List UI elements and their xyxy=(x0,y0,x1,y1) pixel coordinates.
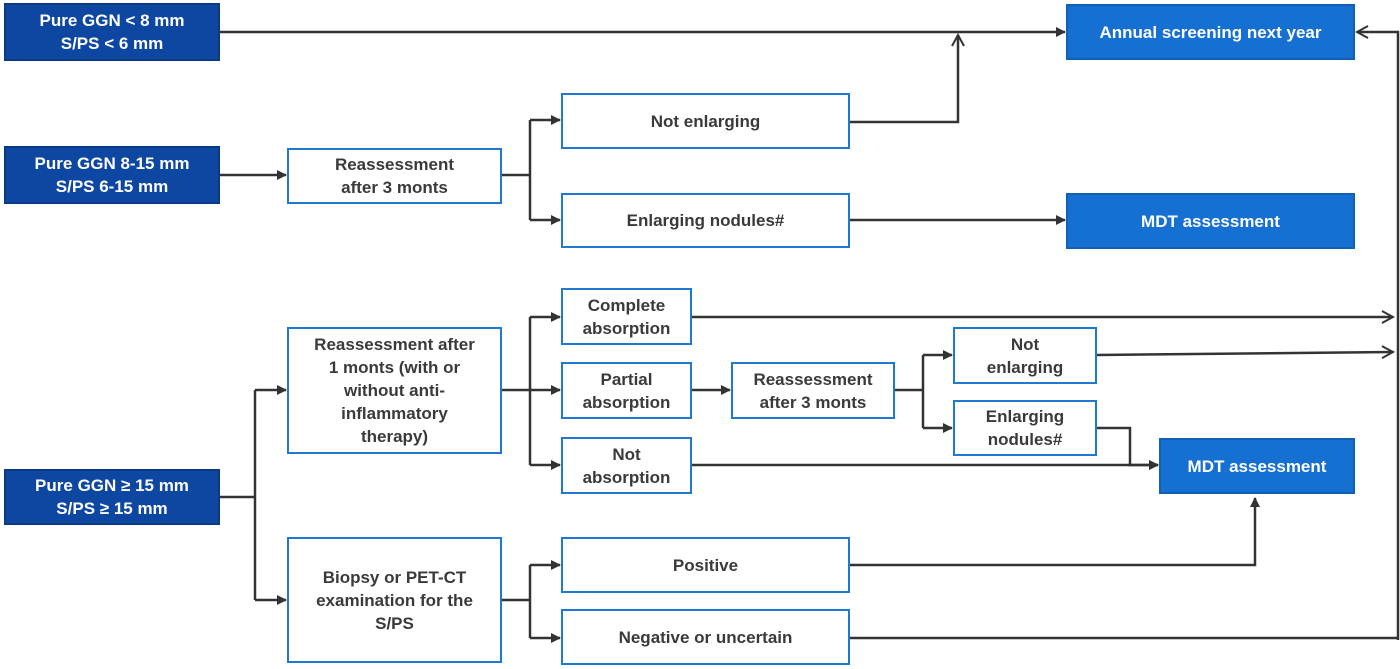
node-complete-absorption: Complete absorption xyxy=(561,288,692,345)
node-reassess-3m-a: Reassessment after 3 monts xyxy=(287,148,502,204)
node-annual-screening: Annual screening next year xyxy=(1066,4,1355,60)
node-reassess-3m-b: Reassessment after 3 monts xyxy=(731,362,895,419)
arrow-positive-to-mdt xyxy=(850,497,1260,567)
branch-biopsy xyxy=(502,565,532,638)
node-pure-ggn-small: Pure GGN < 8 mm S/PS < 6 mm xyxy=(4,3,220,61)
branch-large xyxy=(220,390,257,600)
node-enlarging-b: Enlarging nodules# xyxy=(953,400,1097,456)
node-not-enlarging-a: Not enlarging xyxy=(561,93,850,149)
arrow-enlarging-b-to-mdt xyxy=(1097,426,1159,470)
arrow-not-enlarging-a-to-annual xyxy=(850,35,958,124)
node-enlarging-a: Enlarging nodules# xyxy=(561,193,850,248)
node-positive: Positive xyxy=(561,537,850,593)
branch-reassess-1m xyxy=(502,317,532,465)
node-mdt-assessment-1: MDT assessment xyxy=(1066,193,1355,249)
node-pure-ggn-mid: Pure GGN 8-15 mm S/PS 6-15 mm xyxy=(4,146,220,204)
node-reassess-1m: Reassessment after 1 monts (with or with… xyxy=(287,327,502,454)
arrow-return-to-annual xyxy=(1357,32,1400,640)
node-negative: Negative or uncertain xyxy=(561,609,850,665)
node-mdt-assessment-2: MDT assessment xyxy=(1159,438,1355,494)
node-pure-ggn-large: Pure GGN ≥ 15 mm S/PS ≥ 15 mm xyxy=(4,469,220,525)
node-not-enlarging-b: Not enlarging xyxy=(953,327,1097,384)
node-not-absorption: Not absorption xyxy=(561,437,692,494)
branch-reassess-3m-a xyxy=(502,120,532,220)
node-partial-absorption: Partial absorption xyxy=(561,362,692,419)
arrow-not-enlarging-b-to-right xyxy=(1096,352,1393,355)
node-biopsy: Biopsy or PET-CT examination for the S/P… xyxy=(287,537,502,663)
branch-reassess-3m-b xyxy=(895,355,925,428)
